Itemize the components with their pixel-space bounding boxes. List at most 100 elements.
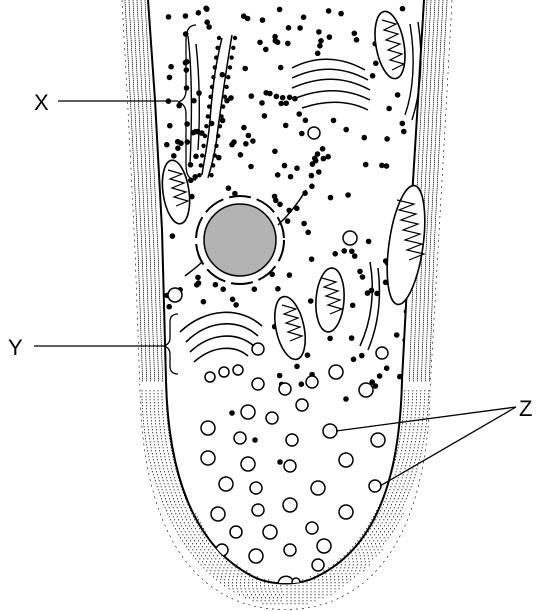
ribosome bbox=[400, 121, 406, 127]
ribosome bbox=[318, 38, 324, 44]
vesicle bbox=[234, 432, 246, 444]
vesicle bbox=[230, 526, 242, 538]
ribosome bbox=[316, 169, 322, 175]
vesicle bbox=[219, 367, 229, 377]
label-y: Y bbox=[8, 335, 23, 360]
golgi-apparatus-upper bbox=[292, 59, 370, 110]
rer-ribosome bbox=[210, 85, 214, 89]
ribosome bbox=[277, 373, 283, 379]
rer-ribosome bbox=[200, 153, 204, 157]
vesicle bbox=[343, 231, 357, 245]
ribosome bbox=[272, 194, 278, 200]
ribosome bbox=[185, 139, 191, 145]
ribosomes bbox=[164, 6, 410, 465]
ribosome bbox=[341, 248, 347, 254]
vesicle bbox=[286, 434, 298, 446]
ribosome bbox=[175, 139, 181, 145]
ribosome bbox=[285, 218, 291, 224]
rer-ribosome bbox=[219, 114, 223, 118]
vesicle bbox=[219, 477, 233, 491]
ribosome bbox=[332, 251, 338, 257]
ribosome bbox=[196, 280, 202, 286]
vesicle bbox=[211, 507, 225, 521]
vesicle bbox=[252, 504, 264, 516]
cell-membrane bbox=[148, 0, 424, 584]
mitochondrion bbox=[370, 9, 409, 81]
rer-ribosome bbox=[226, 75, 230, 79]
ribosome bbox=[400, 6, 406, 12]
vesicle bbox=[376, 347, 388, 359]
ribosome bbox=[263, 47, 269, 53]
vesicle bbox=[292, 578, 300, 586]
ribosome bbox=[168, 64, 174, 70]
rer-ribosome bbox=[221, 104, 225, 108]
ribosome bbox=[183, 13, 189, 19]
ribosome bbox=[321, 156, 327, 162]
ribosome bbox=[327, 34, 333, 40]
ribosome bbox=[226, 185, 232, 191]
ribosome bbox=[167, 75, 173, 81]
ribosome bbox=[213, 282, 219, 288]
rer-ribosome bbox=[203, 134, 207, 138]
ribosome bbox=[241, 125, 247, 131]
vesicle bbox=[311, 481, 325, 495]
ribosome bbox=[259, 100, 265, 106]
rer-ribosome bbox=[199, 163, 203, 167]
ribosome bbox=[285, 41, 291, 47]
vesicle bbox=[359, 383, 373, 397]
ribosome bbox=[296, 111, 302, 117]
ribosome bbox=[220, 72, 226, 78]
ribosome bbox=[282, 163, 288, 169]
vesicle bbox=[205, 372, 215, 382]
ribosome bbox=[343, 396, 349, 402]
ribosome bbox=[343, 127, 349, 133]
ribosome bbox=[287, 95, 293, 101]
endoplasmic-reticulum-strand bbox=[405, 24, 413, 115]
rer-ribosome bbox=[215, 46, 219, 50]
ribosome bbox=[252, 286, 258, 292]
rer-ribosome bbox=[204, 124, 208, 128]
vesicle bbox=[308, 127, 320, 139]
ribosome bbox=[274, 94, 280, 100]
ribosome bbox=[362, 135, 368, 141]
ribosome bbox=[248, 164, 254, 170]
vesicle bbox=[306, 376, 318, 388]
vesicle bbox=[323, 424, 337, 438]
ribosome bbox=[352, 253, 358, 259]
vesicle bbox=[284, 544, 296, 556]
vesicle bbox=[369, 480, 381, 492]
ribosome bbox=[184, 121, 190, 127]
rer-ribosome bbox=[214, 55, 218, 59]
ribosome bbox=[294, 364, 300, 370]
ribosome bbox=[275, 286, 281, 292]
vesicle bbox=[249, 549, 263, 563]
rer-ribosome bbox=[218, 124, 222, 128]
ribosome bbox=[303, 118, 309, 124]
vesicle bbox=[306, 522, 318, 534]
ribosome bbox=[278, 65, 284, 71]
ribosome bbox=[299, 381, 305, 387]
ribosome bbox=[366, 239, 372, 245]
ribosome bbox=[305, 230, 311, 236]
ribosome bbox=[277, 202, 283, 208]
ribosome bbox=[204, 19, 210, 25]
vesicle bbox=[241, 457, 255, 471]
ribosome bbox=[167, 123, 173, 129]
ribosome bbox=[308, 298, 314, 304]
rer-ribosome bbox=[217, 36, 221, 40]
ribosome bbox=[301, 14, 307, 20]
ribosome bbox=[243, 141, 249, 147]
ribosome bbox=[395, 92, 401, 98]
ribosome bbox=[309, 184, 315, 190]
ribosome bbox=[404, 345, 410, 351]
ribosome bbox=[315, 151, 321, 157]
ribosome bbox=[204, 6, 210, 12]
ribosome bbox=[230, 297, 236, 303]
ribosome bbox=[292, 96, 298, 102]
ribosome bbox=[377, 373, 383, 379]
rer-ribosome bbox=[213, 153, 217, 157]
ribosome bbox=[249, 93, 255, 99]
ribosome bbox=[257, 40, 263, 46]
vesicle bbox=[201, 451, 215, 465]
vesicle bbox=[371, 433, 385, 447]
